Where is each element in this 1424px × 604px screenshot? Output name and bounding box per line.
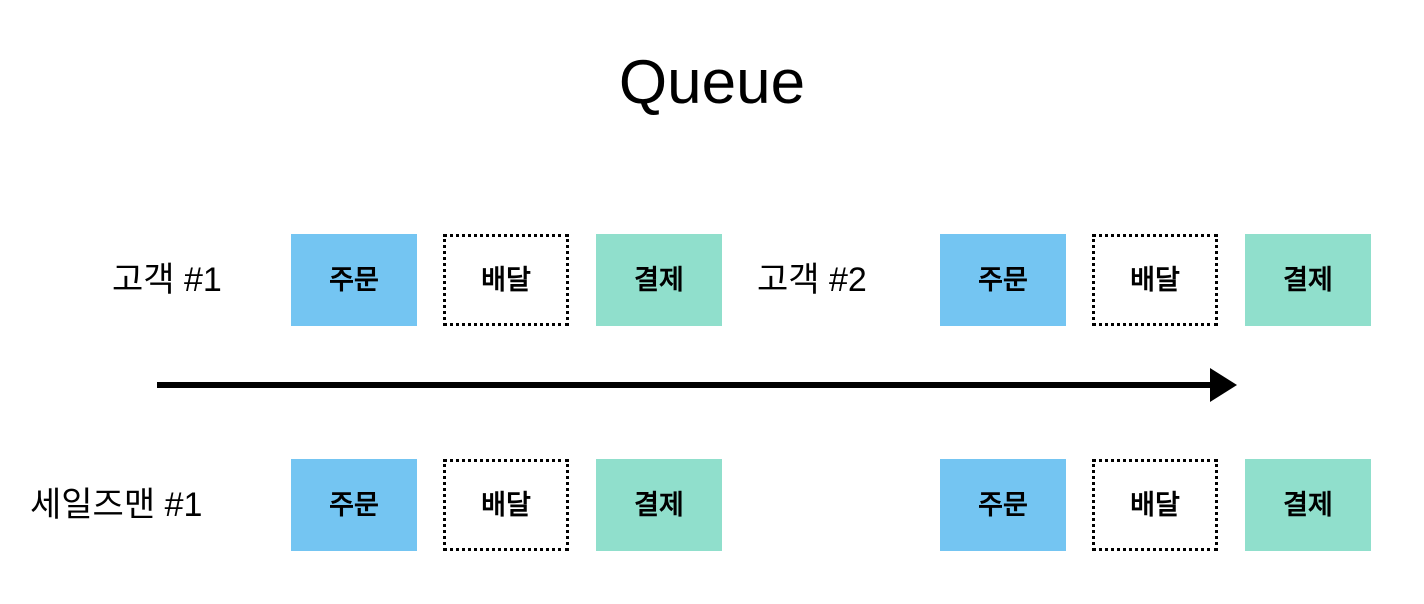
time-arrow-svg [157, 368, 1237, 402]
step-box-payment[interactable]: 결제 [596, 234, 722, 326]
page-title: Queue [618, 48, 806, 117]
step-box-label: 결제 [1283, 489, 1333, 520]
step-box-order[interactable]: 주문 [291, 234, 417, 326]
step-box-label: 주문 [978, 264, 1028, 295]
step-box-label: 주문 [978, 489, 1028, 520]
step-box-delivery[interactable]: 배달 [1092, 234, 1218, 326]
step-box-label: 배달 [481, 489, 531, 520]
step-box-payment[interactable]: 결제 [1245, 234, 1371, 326]
step-box-delivery[interactable]: 배달 [443, 234, 569, 326]
step-box-delivery[interactable]: 배달 [1092, 459, 1218, 551]
time-arrow [150, 358, 1250, 414]
step-box-label: 결제 [1283, 264, 1333, 295]
step-box-label: 결제 [634, 264, 684, 295]
step-box-delivery[interactable]: 배달 [443, 459, 569, 551]
row-label-customer-1: 고객 #1 [112, 261, 222, 299]
row-label-customer-2: 고객 #2 [757, 261, 867, 299]
arrow-head-icon [1210, 368, 1237, 402]
step-box-label: 주문 [329, 264, 379, 295]
row-label-salesman-1: 세일즈맨 #1 [30, 486, 203, 524]
step-box-label: 배달 [1130, 489, 1180, 520]
step-box-order[interactable]: 주문 [940, 459, 1066, 551]
step-box-label: 주문 [329, 489, 379, 520]
step-box-payment[interactable]: 결제 [596, 459, 722, 551]
step-box-payment[interactable]: 결제 [1245, 459, 1371, 551]
step-box-label: 배달 [481, 264, 531, 295]
step-box-label: 결제 [634, 489, 684, 520]
step-box-order[interactable]: 주문 [940, 234, 1066, 326]
step-box-order[interactable]: 주문 [291, 459, 417, 551]
step-box-label: 배달 [1130, 264, 1180, 295]
